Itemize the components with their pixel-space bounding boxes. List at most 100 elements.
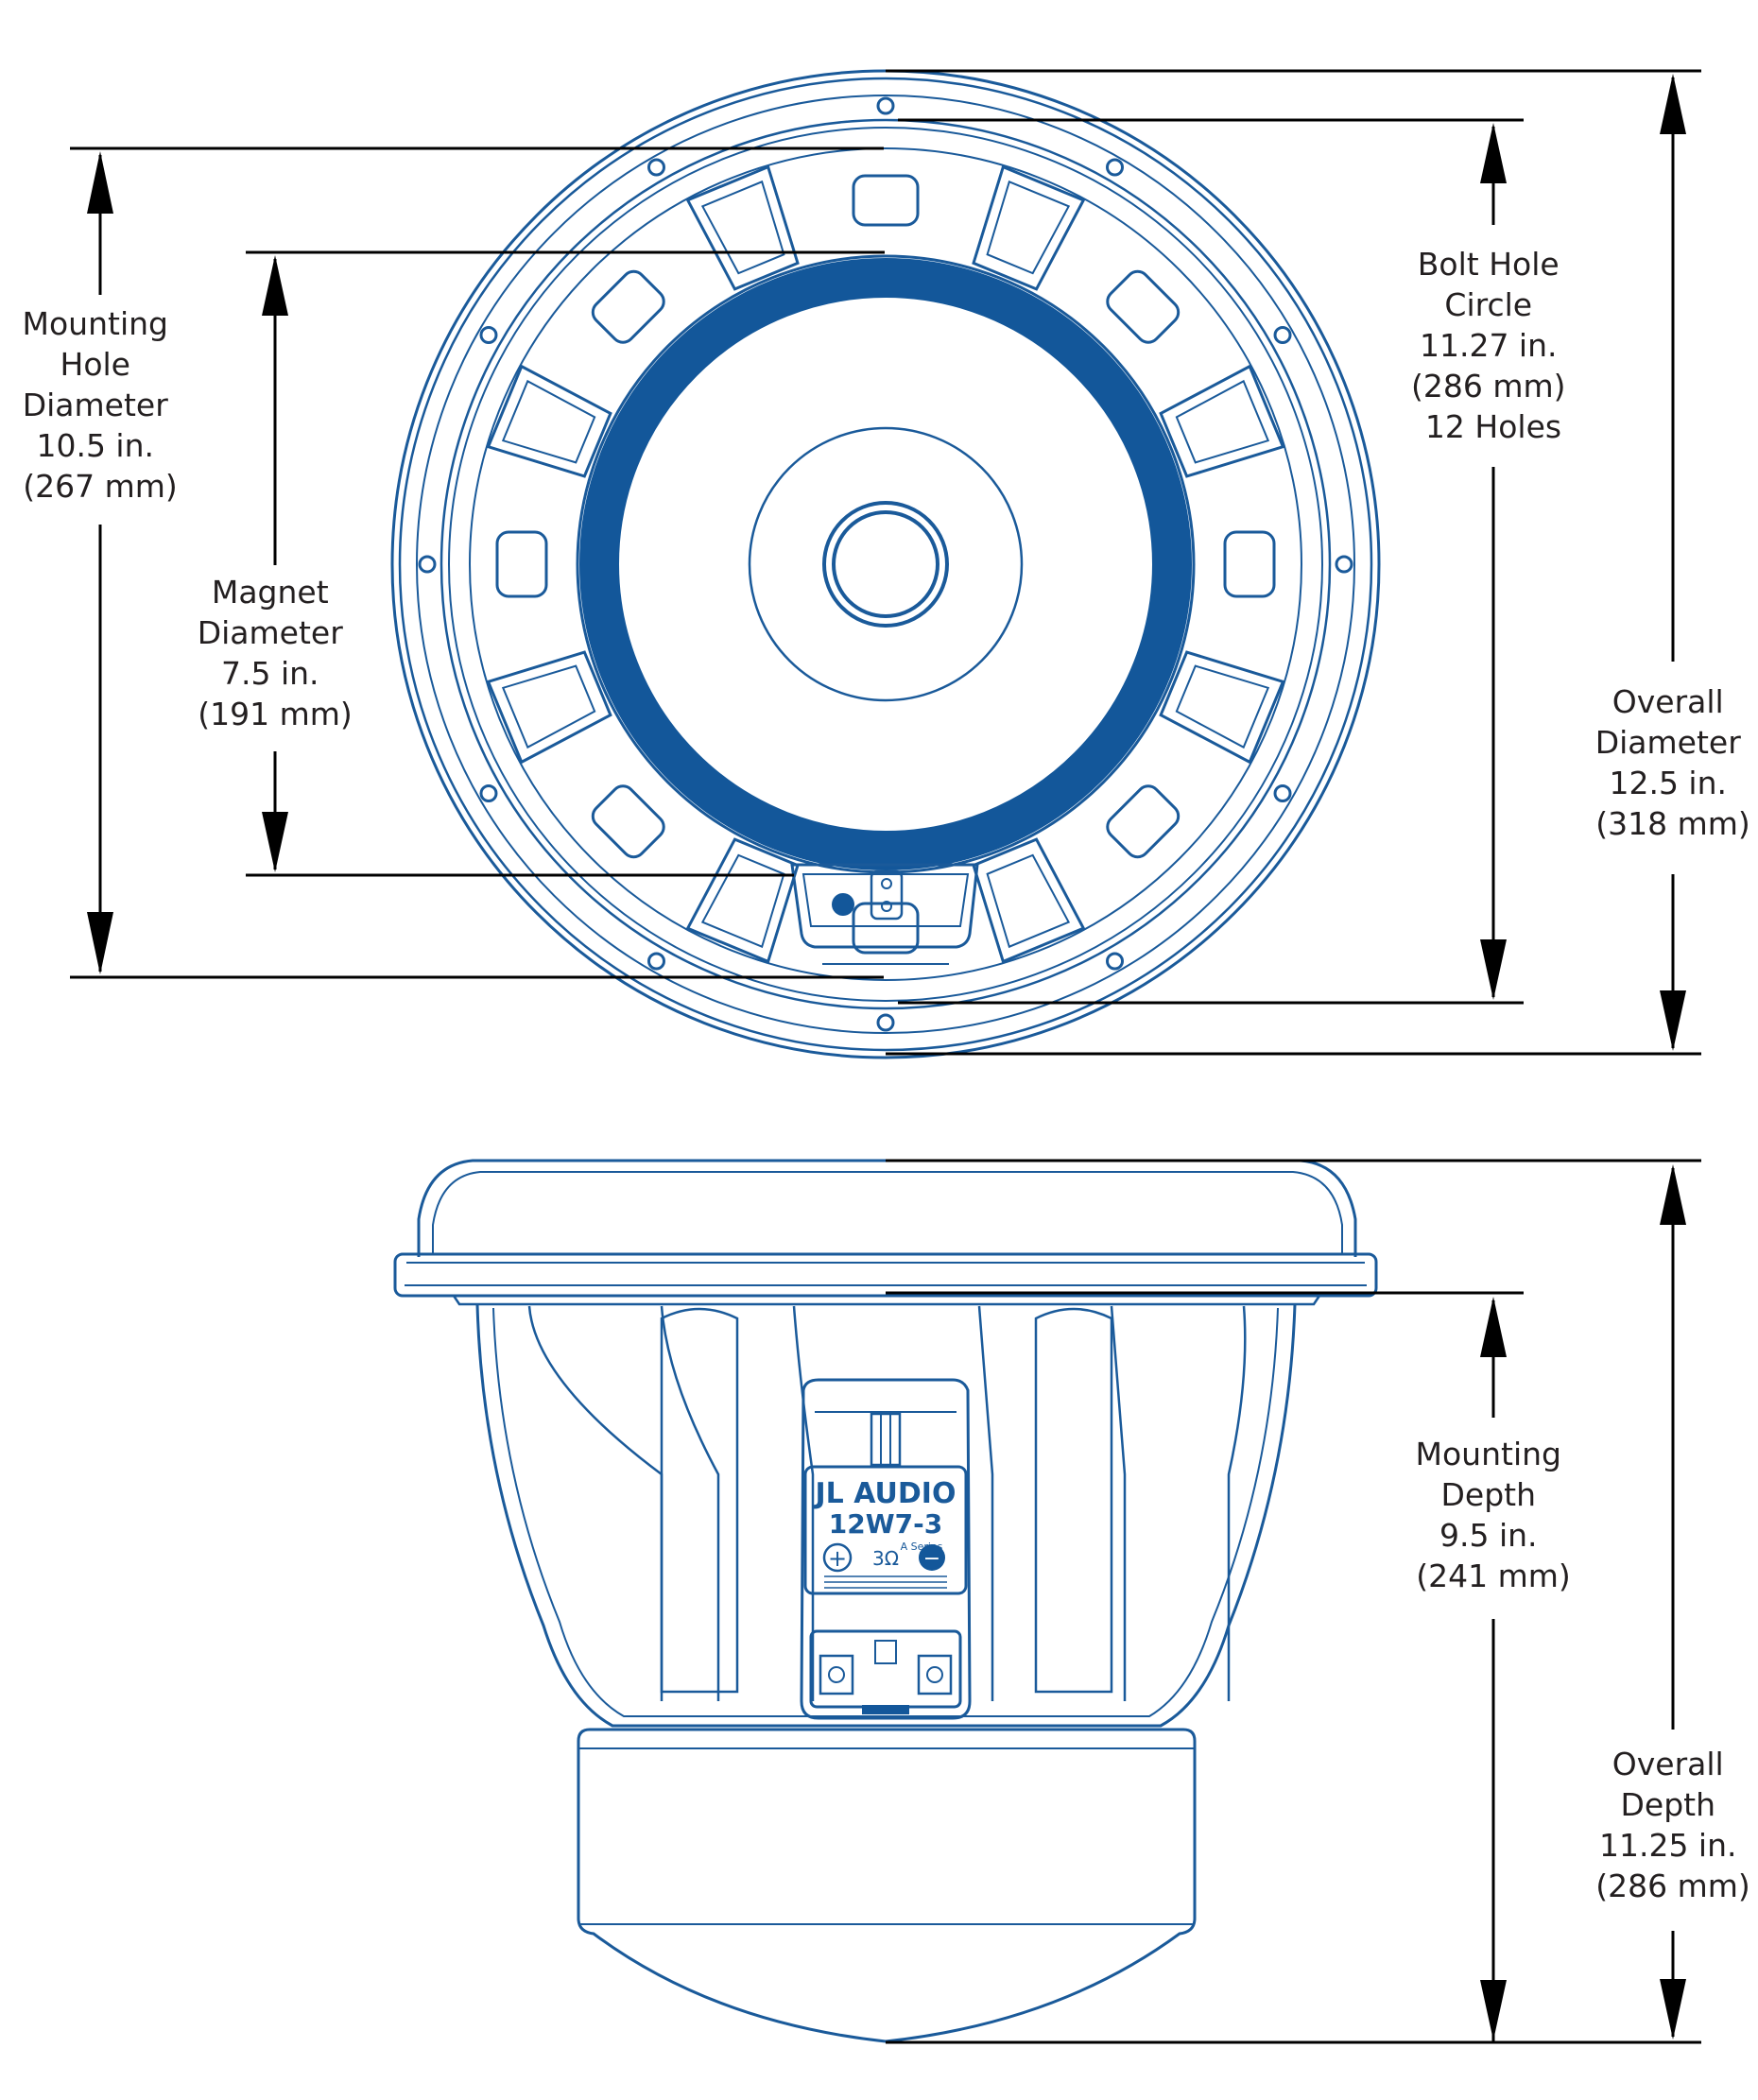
- basket-spoke: [685, 837, 800, 964]
- overall-depth-label-line: (286 mm): [1595, 1868, 1750, 1904]
- basket-vent: [495, 530, 548, 598]
- bolt-hole-arrow-up: [1480, 123, 1507, 183]
- front-terminal-block: [790, 863, 979, 965]
- magnet-ring: [579, 258, 1192, 870]
- bolt-hole: [479, 784, 498, 802]
- overall-diameter-arrow-up: [1660, 74, 1686, 134]
- mounting-flange: [393, 1252, 1378, 1298]
- frame-ring-5: [448, 127, 1323, 1002]
- mounting-hole-label-line: Hole: [60, 346, 130, 383]
- bolt-hole-label-line: 11.27 in.: [1420, 327, 1558, 364]
- basket-strut: [660, 1305, 720, 1701]
- bolt-hole: [647, 158, 665, 177]
- model-text: 12W7-3: [829, 1508, 942, 1540]
- overall-diameter-label: Overall Diameter 12.5 in. (318 mm): [1595, 683, 1751, 842]
- back-plate: [748, 426, 1024, 702]
- bolt-hole-label-line: 12 Holes: [1425, 408, 1561, 445]
- magnet-label-line: Diameter: [198, 614, 343, 651]
- basket-vent: [852, 902, 920, 955]
- magnet-arrow-down: [262, 812, 288, 872]
- plus-terminal-icon: [822, 1542, 853, 1573]
- bolt-hole-label-line: Circle: [1444, 286, 1532, 323]
- bolt-hole: [1273, 784, 1292, 802]
- plus-terminal-post: [819, 1654, 854, 1695]
- basket-window: [660, 1307, 739, 1694]
- magnet-arrow-up: [262, 255, 288, 316]
- overall-depth-label-line: 11.25 in.: [1599, 1827, 1737, 1864]
- surround-dome: [417, 1159, 1357, 1257]
- basket-spoke: [486, 650, 612, 765]
- brand-text: JL AUDIO: [814, 1477, 957, 1510]
- overall-depth-label-line: Depth: [1620, 1786, 1715, 1823]
- frame-ring-6: [469, 147, 1302, 981]
- bolt-hole: [876, 1013, 895, 1032]
- basket-vent: [591, 784, 665, 859]
- minus-terminal-sign: −: [923, 1547, 940, 1571]
- basket-vent: [1223, 530, 1276, 598]
- terminal-panel: JL AUDIO 12W7-3 A Series + 3Ω −: [800, 1378, 972, 1720]
- magnet-motor: [577, 1728, 1197, 2043]
- magnet-label: Magnet Diameter 7.5 in. (191 mm): [198, 574, 353, 732]
- overall-depth-arrow-down: [1660, 1979, 1686, 2040]
- bolt-hole-arrow-down: [1480, 939, 1507, 1000]
- basket-vent: [591, 269, 665, 344]
- mounting-depth-label-line: Mounting: [1416, 1436, 1561, 1472]
- overall-diameter-label-line: (318 mm): [1595, 805, 1750, 842]
- front-terminal-dot: [832, 893, 854, 916]
- bolt-hole: [1273, 326, 1292, 344]
- basket-strut: [527, 1305, 664, 1701]
- overall-diameter-label-line: Diameter: [1595, 724, 1741, 761]
- basket-spoke: [1159, 650, 1285, 765]
- basket-window: [1034, 1307, 1113, 1694]
- bolt-hole: [479, 326, 498, 344]
- frame-outer-ring: [390, 69, 1381, 1059]
- basket-vent: [852, 174, 920, 227]
- bolt-hole: [876, 96, 895, 115]
- bolt-hole: [647, 952, 665, 971]
- basket-vent: [1106, 784, 1181, 859]
- pole-vent-inner: [832, 510, 939, 618]
- frame-outer-ring-2: [398, 77, 1373, 1052]
- front-view: [390, 69, 1381, 1059]
- bolt-holes: [418, 96, 1353, 1032]
- mounting-depth-label-line: 9.5 in.: [1439, 1517, 1538, 1554]
- magnet-label-line: Magnet: [212, 574, 329, 611]
- overall-depth-arrow-up: [1660, 1164, 1686, 1225]
- dimension-lines: [70, 69, 1701, 2044]
- mounting-hole-arrow-up: [87, 151, 113, 214]
- bolt-hole-label-line: (286 mm): [1411, 368, 1566, 405]
- overall-diameter-arrow-down: [1660, 990, 1686, 1051]
- mounting-depth-arrow-down: [1480, 1980, 1507, 2040]
- mounting-depth-arrow-up: [1480, 1297, 1507, 1357]
- bolt-hole: [1335, 555, 1353, 574]
- plus-terminal-sign: +: [828, 1545, 847, 1572]
- mounting-hole-label-line: Mounting: [23, 305, 168, 342]
- mounting-hole-arrow-down: [87, 912, 113, 974]
- bolt-hole-label-line: Bolt Hole: [1418, 246, 1560, 283]
- basket-spoke: [972, 164, 1086, 291]
- dimension-labels: Mounting Hole Diameter 10.5 in. (267 mm)…: [23, 246, 1751, 1904]
- mounting-hole-label: Mounting Hole Diameter 10.5 in. (267 mm): [23, 305, 179, 505]
- bolt-hole-label: Bolt Hole Circle 11.27 in. (286 mm) 12 H…: [1411, 246, 1576, 445]
- overall-depth-label-line: Overall: [1612, 1746, 1724, 1782]
- mounting-hole-label-line: (267 mm): [23, 468, 178, 505]
- basket-strut: [977, 1305, 994, 1701]
- overall-depth-label: Overall Depth 11.25 in. (286 mm): [1595, 1746, 1750, 1904]
- label-plate: [803, 1465, 968, 1595]
- minus-terminal-post: [917, 1654, 953, 1695]
- bolt-hole: [1106, 952, 1124, 971]
- minus-terminal-icon: [919, 1544, 945, 1571]
- bolt-hole: [418, 555, 437, 574]
- magnet-label-line: 7.5 in.: [221, 655, 319, 692]
- impedance-text: 3Ω: [872, 1547, 899, 1570]
- basket-spoke: [486, 364, 612, 478]
- frame-ring-3: [416, 95, 1355, 1034]
- side-view: JL AUDIO 12W7-3 A Series + 3Ω −: [393, 1159, 1378, 2043]
- mounting-depth-label: Mounting Depth 9.5 in. (241 mm): [1416, 1436, 1572, 1594]
- basket-side: [475, 1303, 1297, 1728]
- frame-ring-4: [440, 118, 1332, 1010]
- mounting-hole-label-line: 10.5 in.: [36, 427, 154, 464]
- magnet-label-line: (191 mm): [198, 696, 353, 732]
- overall-diameter-label-line: Overall: [1612, 683, 1724, 720]
- mounting-depth-label-line: Depth: [1440, 1476, 1536, 1513]
